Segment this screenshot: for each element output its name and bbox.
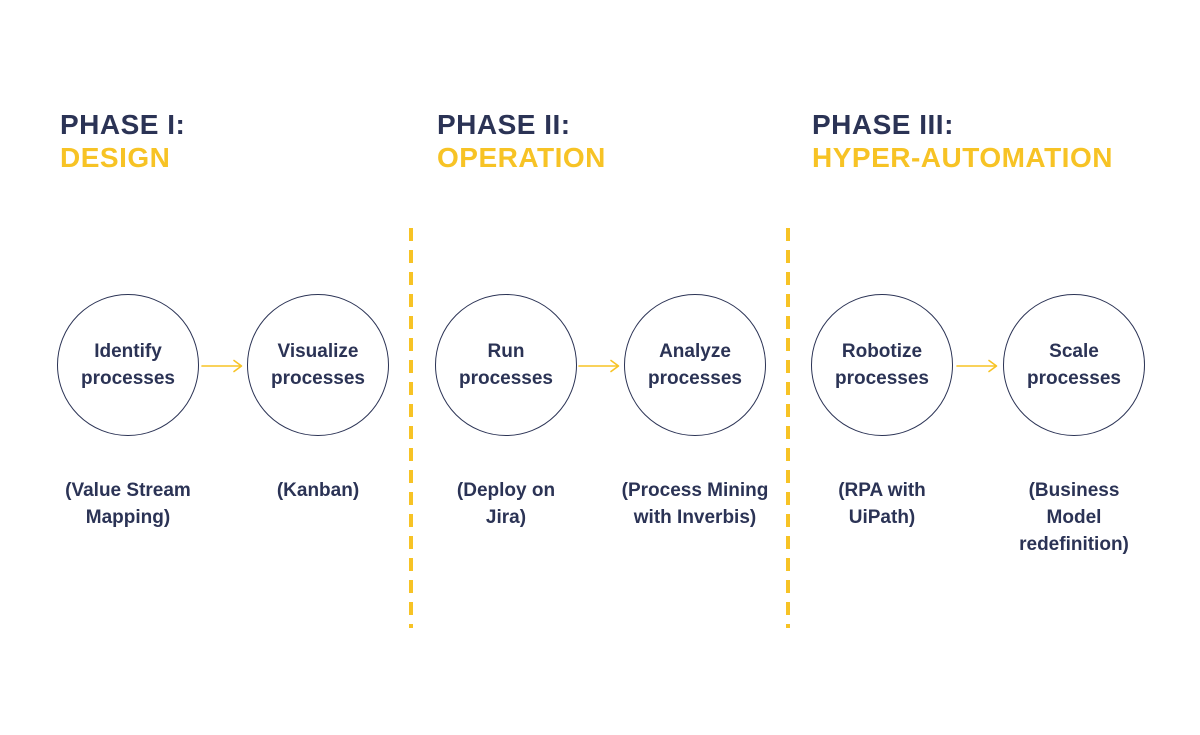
step-caption-rpa-uipath: (RPA with UiPath) <box>838 480 926 528</box>
dashed-divider <box>409 228 413 628</box>
phase-3-subtitle: HYPER-AUTOMATION <box>812 142 1113 173</box>
dashed-divider <box>786 228 790 628</box>
step-label: Identify processes <box>80 341 175 389</box>
step-caption-process-mining: (Process Mining with Inverbis) <box>621 480 769 528</box>
step-circle-run-processes: Run processes <box>435 294 577 436</box>
step-caption-deploy-on-jira: (Deploy on Jira) <box>456 480 556 528</box>
phase-3-title: PHASE III: <box>812 109 954 140</box>
phase-2-heading: PHASE II: OPERATION <box>437 108 606 174</box>
step-caption-value-stream-mapping: (Value Stream Mapping) <box>65 480 191 528</box>
phase-1-heading: PHASE I: DESIGN <box>60 108 185 174</box>
arrow-right-icon <box>956 359 1000 373</box>
phase-3-heading: PHASE III: HYPER-AUTOMATION <box>812 108 1113 174</box>
step-caption-business-model: (Business Model redefinition) <box>1019 480 1129 555</box>
step-label: Visualize processes <box>270 341 365 389</box>
arrow-right-icon <box>201 359 245 373</box>
step-label: Scale processes <box>1026 341 1121 389</box>
step-label: Analyze processes <box>647 341 742 389</box>
step-caption-kanban: (Kanban) <box>276 480 360 501</box>
arrow-right-icon <box>578 359 622 373</box>
phase-2-subtitle: OPERATION <box>437 142 606 173</box>
step-label: Robotize processes <box>834 341 929 389</box>
step-circle-robotize-processes: Robotize processes <box>811 294 953 436</box>
step-circle-analyze-processes: Analyze processes <box>624 294 766 436</box>
phase-1-subtitle: DESIGN <box>60 142 171 173</box>
step-label: Run processes <box>458 341 553 389</box>
step-circle-scale-processes: Scale processes <box>1003 294 1145 436</box>
step-circle-visualize-processes: Visualize processes <box>247 294 389 436</box>
phase-1-title: PHASE I: <box>60 109 186 140</box>
phase-2-title: PHASE II: <box>437 109 571 140</box>
step-circle-identify-processes: Identify processes <box>57 294 199 436</box>
